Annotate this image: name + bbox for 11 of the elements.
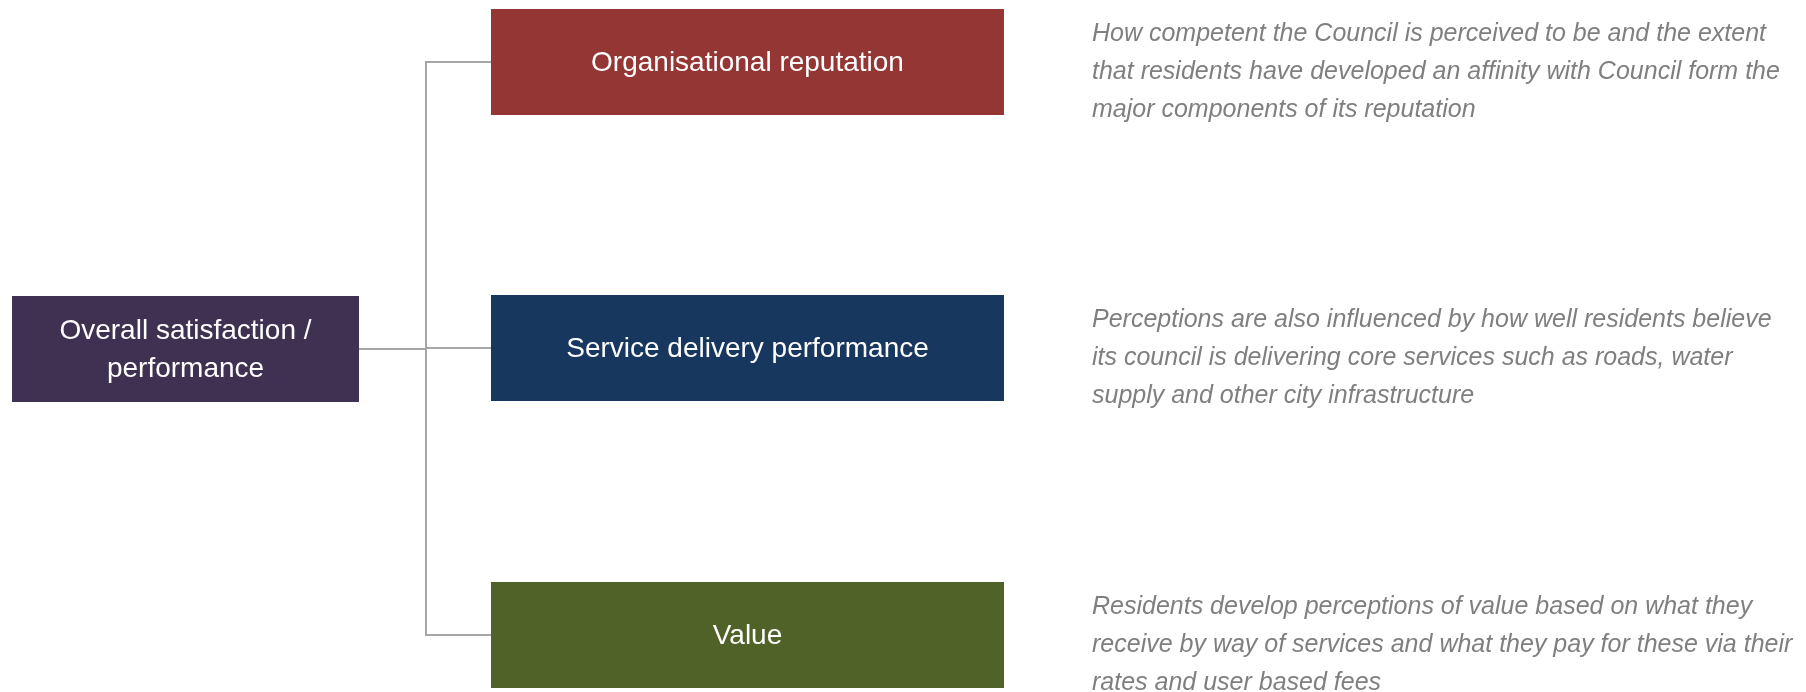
category-box: [491, 582, 1004, 688]
box-label: Organisational reputation: [591, 45, 904, 79]
category-box: [12, 296, 359, 402]
box-label: Service delivery performance: [566, 331, 929, 365]
category-box: [491, 295, 1004, 401]
description-text: How competent the Council is perceived to be and the extent that residents have developed an affinity with Council form the major components of its reputation: [1092, 17, 1781, 124]
category-box: [491, 9, 1004, 115]
box-label: Value: [712, 618, 783, 652]
description-text: Residents develop perceptions of value based on what they receive by way of services and what they pay for these via their rates and user based fees: [1092, 590, 1794, 692]
box-label: Overall satisfaction / performance: [58, 313, 313, 385]
description-text: Perceptions are also influenced by how well residents believe its council is delivering core services such as roads, water supply and other city infrastructure: [1092, 303, 1773, 410]
